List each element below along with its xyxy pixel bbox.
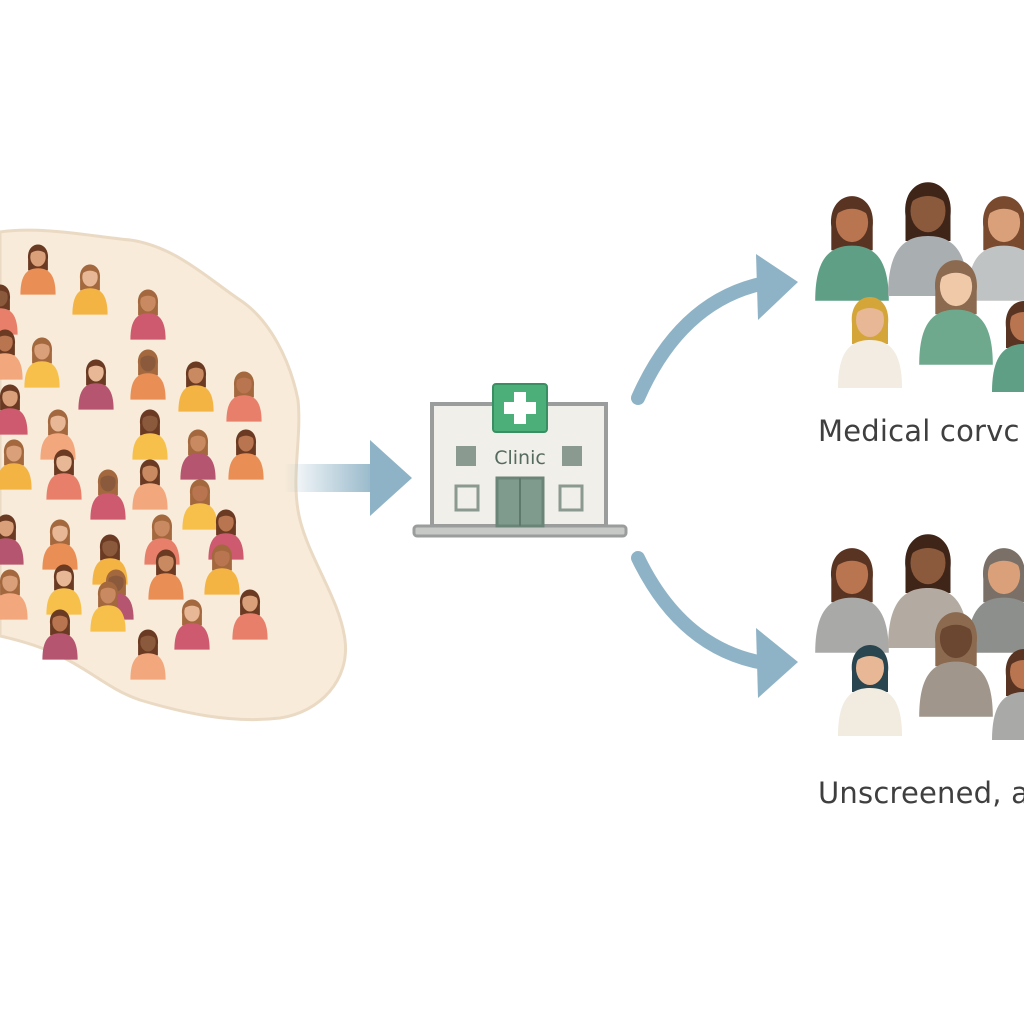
clinic-door bbox=[495, 476, 545, 528]
group-woman bbox=[919, 612, 993, 717]
population-woman bbox=[46, 564, 82, 615]
clinic-window-bottom-right bbox=[558, 484, 584, 512]
screened-group bbox=[815, 182, 1024, 392]
group-woman bbox=[967, 548, 1024, 653]
population-woman bbox=[178, 361, 214, 412]
group-woman bbox=[815, 196, 889, 301]
population-woman bbox=[174, 599, 210, 650]
arrow-to-screened-group bbox=[631, 254, 798, 405]
population-woman bbox=[182, 479, 218, 530]
arrow-to-clinic bbox=[284, 440, 412, 516]
population-woman bbox=[90, 581, 126, 632]
clinic-window-top-right bbox=[562, 446, 582, 466]
clinic-sign: Clinic bbox=[494, 447, 546, 469]
population-woman bbox=[228, 429, 264, 480]
population-woman bbox=[0, 384, 28, 435]
population-woman bbox=[90, 469, 126, 520]
population-woman bbox=[20, 244, 56, 295]
population-woman bbox=[0, 514, 24, 565]
population-woman bbox=[0, 439, 32, 490]
arrow-to-unscreened-group bbox=[631, 551, 798, 698]
population-woman bbox=[78, 359, 114, 410]
group-woman bbox=[838, 297, 902, 388]
population-woman bbox=[232, 589, 268, 640]
group-woman bbox=[838, 645, 902, 736]
population-woman bbox=[42, 519, 78, 570]
clinic-building: Clinic bbox=[412, 383, 628, 538]
population-woman bbox=[204, 544, 240, 595]
population-woman bbox=[130, 349, 166, 400]
population-woman bbox=[42, 609, 78, 660]
group-woman bbox=[992, 301, 1024, 392]
group-woman bbox=[992, 649, 1024, 740]
population-woman bbox=[132, 409, 168, 460]
population-woman bbox=[24, 337, 60, 388]
screened-group-label: Medical corvc bbox=[818, 414, 1020, 448]
group-woman bbox=[815, 548, 889, 653]
population-woman bbox=[0, 329, 23, 380]
population-woman bbox=[148, 549, 184, 600]
group-woman bbox=[919, 260, 993, 365]
population-people bbox=[0, 244, 268, 680]
population-woman bbox=[46, 449, 82, 500]
population-woman bbox=[130, 289, 166, 340]
unscreened-group-label: Unscreened, a bbox=[818, 776, 1024, 810]
clinic-window-bottom-left bbox=[454, 484, 480, 512]
population-woman bbox=[72, 264, 108, 315]
population-woman bbox=[180, 429, 216, 480]
group-woman bbox=[967, 196, 1024, 301]
unscreened-group bbox=[815, 534, 1024, 740]
population-woman bbox=[0, 569, 28, 620]
population-woman bbox=[130, 629, 166, 680]
population-woman bbox=[226, 371, 262, 422]
population-woman bbox=[132, 459, 168, 510]
clinic-window-top-left bbox=[456, 446, 476, 466]
population-woman bbox=[0, 284, 18, 335]
medical-cross-icon bbox=[492, 383, 548, 433]
